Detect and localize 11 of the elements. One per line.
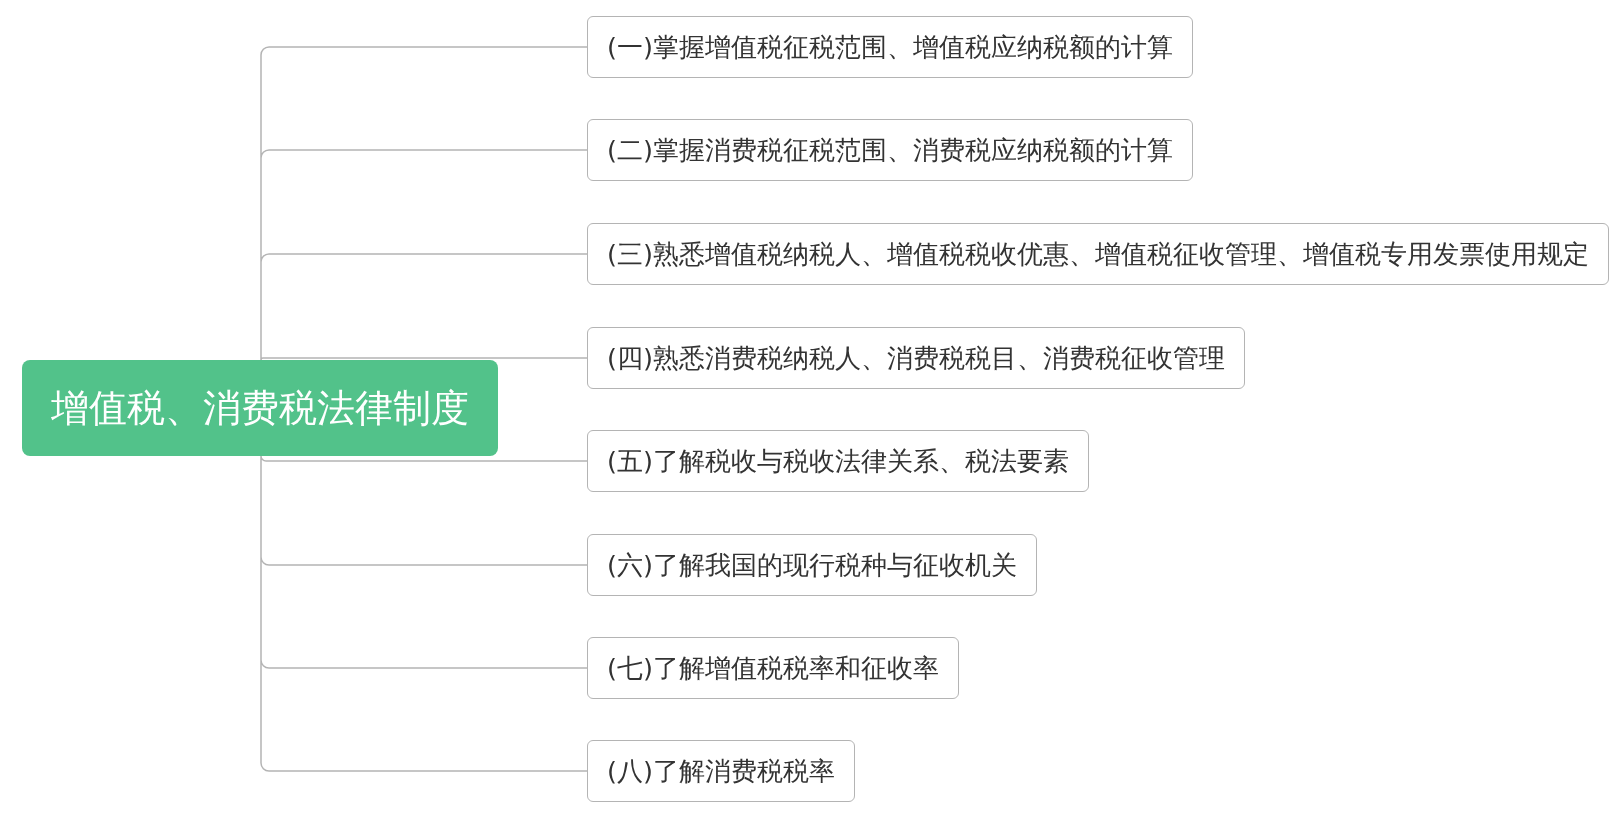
connector-line — [260, 455, 588, 772]
subtopic-box: (三)熟悉增值税纳税人、增值税税收优惠、增值税征收管理、增值税专用发票使用规定 — [587, 223, 1609, 285]
subtopic-box: (六)了解我国的现行税种与征收机关 — [587, 534, 1037, 596]
subtopic-box: (七)了解增值税税率和征收率 — [587, 637, 959, 699]
subtopic-box: (二)掌握消费税征税范围、消费税应纳税额的计算 — [587, 119, 1193, 181]
topic-box: 增值税、消费税法律制度 — [22, 360, 498, 456]
subtopic-box: (八)了解消费税税率 — [587, 740, 855, 802]
subtopic-box: (五)了解税收与税收法律关系、税法要素 — [587, 430, 1089, 492]
subtopic-box: (四)熟悉消费税纳税人、消费税税目、消费税征收管理 — [587, 327, 1245, 389]
subtopic-box: (一)掌握增值税征税范围、增值税应纳税额的计算 — [587, 16, 1193, 78]
connector-line — [260, 46, 588, 361]
